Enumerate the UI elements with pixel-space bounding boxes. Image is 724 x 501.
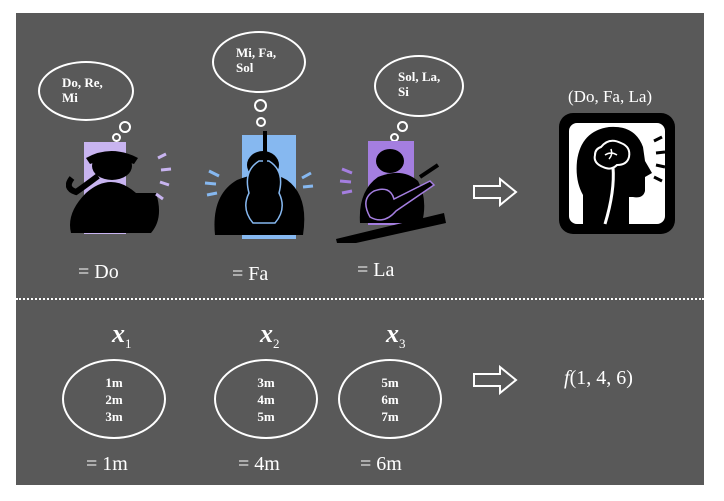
- variable-x3-symbol: x: [386, 319, 399, 348]
- result-label: (Do, Fa, La): [568, 87, 653, 106]
- saxophone-player-icon: [66, 142, 172, 234]
- cello-player-icon: [204, 131, 314, 239]
- section-divider: [16, 298, 704, 300]
- thought-bubble-2: Mi, Fa, Sol: [212, 31, 306, 93]
- variable-x2-subscript: 2: [273, 336, 280, 352]
- variable-x2: x2: [260, 319, 280, 352]
- variable-x1: x1: [112, 319, 132, 352]
- value-oval-1: 1m 2m 3m: [62, 359, 166, 439]
- thought-dot-3a: [397, 121, 408, 132]
- variable-x3: x3: [386, 319, 406, 352]
- function-args: (1, 4, 6): [569, 367, 633, 389]
- function-result: f(1, 4, 6): [564, 367, 633, 390]
- equals-1m: = 1m: [86, 453, 128, 475]
- thought-dot-2a: [254, 99, 267, 112]
- arrow-right-icon-2: [473, 365, 518, 395]
- thought-bubble-3: Sol, La, Si: [374, 55, 464, 117]
- equals-fa: = Fa: [232, 263, 269, 285]
- thought-dot-1b: [112, 133, 121, 142]
- equals-do: = Do: [78, 261, 119, 283]
- value-oval-3: 5m 6m 7m: [338, 359, 442, 439]
- guitar-player-icon: [336, 141, 446, 243]
- variable-x2-symbol: x: [260, 319, 273, 348]
- value-oval-2: 3m 4m 5m: [214, 359, 318, 439]
- variable-x3-subscript: 3: [399, 336, 406, 352]
- equals-4m: = 4m: [238, 453, 280, 475]
- variable-x1-subscript: 1: [125, 336, 132, 352]
- thought-dot-2b: [256, 117, 266, 127]
- thought-bubble-1: Do, Re, Mi: [38, 61, 134, 121]
- arrow-right-icon: [473, 177, 518, 207]
- equals-6m: = 6m: [360, 453, 402, 475]
- thought-dot-1a: [119, 121, 131, 133]
- equals-la: = La: [357, 259, 395, 281]
- head-brain-icon: [559, 113, 675, 234]
- variable-x1-symbol: x: [112, 319, 125, 348]
- function-name: f: [564, 367, 570, 389]
- diagram-panel: Do, Re, Mi = Do Mi, Fa, Sol = Fa Sol, La…: [14, 11, 706, 487]
